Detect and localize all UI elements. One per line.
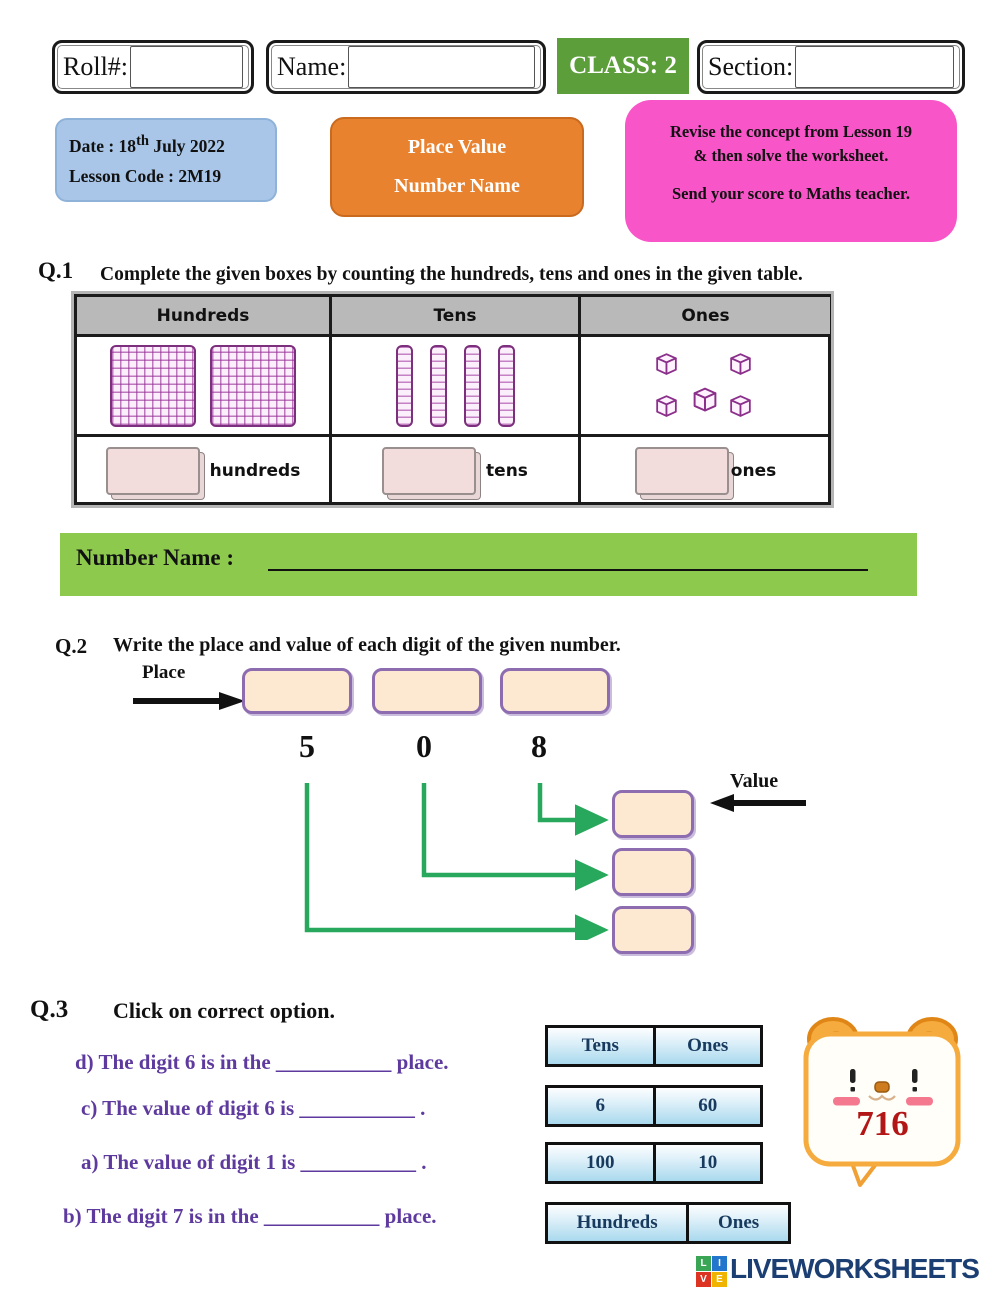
q1-header-tens: Tens [332, 297, 581, 337]
option-6[interactable]: 6 [548, 1088, 653, 1124]
q1-ones-cubes [581, 337, 830, 437]
roll-input[interactable] [130, 46, 243, 88]
place-input-3[interactable] [500, 668, 610, 714]
option-60[interactable]: 60 [652, 1088, 760, 1124]
q1-answer-hundreds-cell: hundreds [77, 437, 332, 504]
ones-answer-input[interactable] [634, 446, 729, 495]
value-input-1[interactable] [612, 790, 694, 838]
hundreds-answer-label: hundreds [209, 460, 301, 481]
name-field: Name: [266, 40, 546, 94]
q3-line-d: d) The digit 6 is in the ___________ pla… [75, 1050, 449, 1074]
one-cube-icon [655, 352, 677, 375]
q3-line-a: a) The value of digit 1 is ___________ . [81, 1150, 427, 1174]
lesson-code-line: Lesson Code : 2M19 [69, 165, 222, 186]
option-ones-2[interactable]: Ones [686, 1205, 788, 1241]
place-input-2[interactable] [372, 668, 482, 714]
option-row-4: Hundreds Ones [545, 1202, 791, 1244]
name-label: Name: [277, 52, 347, 81]
one-cube-icon [693, 387, 716, 412]
name-input[interactable] [348, 46, 535, 88]
q1-answer-ones-cell: ones [581, 437, 830, 504]
q1-header-ones: Ones [581, 297, 830, 337]
tens-answer-input[interactable] [382, 446, 477, 495]
place-input-1[interactable] [242, 668, 352, 714]
hundreds-answer-input[interactable] [105, 446, 200, 495]
ones-answer-label: ones [730, 460, 777, 481]
option-row-1: Tens Ones [545, 1025, 763, 1067]
notice-box: Revise the concept from Lesson 19 & then… [625, 100, 957, 242]
bear-mascot: 716 [800, 1012, 965, 1190]
logo-square-e: E [712, 1272, 727, 1287]
ten-rod-icon [429, 344, 447, 427]
notice-line-3: Send your score to Maths teacher. [671, 183, 910, 203]
q2-prompt: Write the place and value of each digit … [113, 634, 621, 656]
one-cube-icon [729, 394, 751, 417]
one-cube-icon [729, 352, 751, 375]
one-cube-icon [655, 394, 677, 417]
class-badge: CLASS: 2 [557, 38, 689, 94]
number-name-label: Number Name : [76, 545, 234, 570]
liveworksheets-logo-icon: L I V E [696, 1256, 727, 1287]
q3-number: Q.3 [30, 996, 69, 1023]
q1-prompt: Complete the given boxes by counting the… [100, 264, 803, 285]
value-input-2[interactable] [612, 848, 694, 896]
logo-square-i: I [712, 1256, 727, 1271]
q1-hundreds-blocks [77, 337, 332, 437]
logo-square-l: L [696, 1256, 711, 1271]
roll-field: Roll#: [52, 40, 254, 94]
number-name-bar: Number Name : [60, 533, 917, 596]
tens-answer-label: tens [486, 460, 528, 481]
option-10[interactable]: 10 [652, 1145, 760, 1181]
q1-number: Q.1 [38, 258, 74, 283]
section-label: Section: [708, 52, 794, 81]
value-label: Value [730, 770, 779, 792]
q1-table: Hundreds Tens Ones hundreds [74, 294, 831, 505]
q3-line-b: b) The digit 7 is in the ___________ pla… [63, 1204, 437, 1228]
roll-label: Roll#: [63, 52, 129, 81]
ten-rod-icon [395, 344, 413, 427]
notice-line-2: & then solve the worksheet. [693, 145, 889, 165]
hundred-block-icon [110, 344, 196, 427]
logo-square-v: V [696, 1272, 711, 1287]
value-input-3[interactable] [612, 906, 694, 954]
worksheet-title-box: Place Value Number Name [330, 117, 584, 217]
q3-line-c: c) The value of digit 6 is ___________ . [81, 1096, 426, 1120]
option-tens[interactable]: Tens [548, 1028, 653, 1064]
q1-answer-tens-cell: tens [332, 437, 581, 504]
section-field: Section: [697, 40, 965, 94]
hundred-block-icon [210, 344, 296, 427]
section-input[interactable] [795, 46, 954, 88]
q2-number: Q.2 [55, 634, 88, 658]
option-100[interactable]: 100 [548, 1145, 653, 1181]
q3-prompt: Click on correct option. [113, 998, 336, 1023]
option-hundreds[interactable]: Hundreds [548, 1205, 687, 1241]
digit-5: 5 [299, 728, 315, 764]
place-label: Place [142, 662, 186, 683]
place-arrow-icon [133, 692, 245, 710]
date-line: Date : 18th July 2022 [69, 133, 225, 156]
q1-header-hundreds: Hundreds [77, 297, 332, 337]
q1-tens-rods [332, 337, 581, 437]
ten-rod-icon [497, 344, 515, 427]
notice-line-1: Revise the concept from Lesson 19 [669, 122, 913, 141]
brand-wordmark: LIVEWORKSHEETS [730, 1253, 980, 1284]
title-line-2: Number Name [394, 175, 520, 198]
title-line-1: Place Value [407, 135, 507, 158]
option-row-3: 100 10 [545, 1142, 763, 1184]
date-lesson-box: Date : 18th July 2022 Lesson Code : 2M19 [55, 118, 277, 202]
ten-rod-icon [463, 344, 481, 427]
option-row-2: 6 60 [545, 1085, 763, 1127]
option-ones-1[interactable]: Ones [652, 1028, 760, 1064]
digit-connector-arrows [304, 783, 609, 940]
digit-0: 0 [416, 728, 432, 764]
mascot-number: 716 [856, 1104, 909, 1143]
number-name-input[interactable] [268, 569, 868, 571]
digit-8: 8 [531, 728, 547, 764]
value-arrow-icon [710, 794, 806, 812]
bear-face-icon [803, 1017, 961, 1187]
